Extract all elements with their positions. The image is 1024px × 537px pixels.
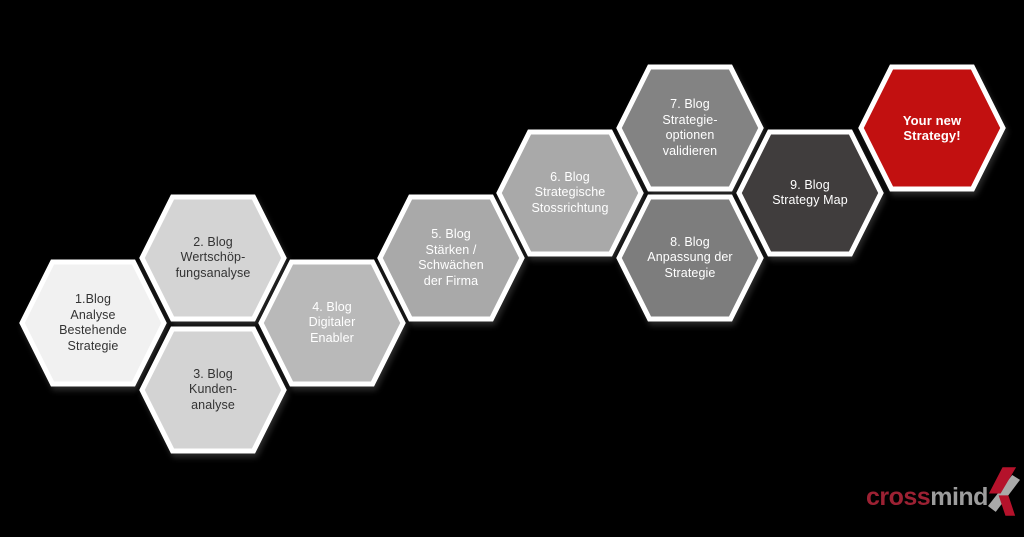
hexagon-label: 8. Blog Anpassung der Strategie [647,234,733,280]
hexagon-step-5: 5. Blog Stärken / Schwächen der Firma [377,194,525,322]
logo-mark-icon [987,467,1020,516]
hexagon-step-4: 4. Blog Digitaler Enabler [258,259,406,387]
hexagon-label: 7. Blog Strategie- optionen validieren [662,97,718,158]
hexagon-label: 6. Blog Strategische Stossrichtung [531,169,609,215]
crossmind-logo: crossmind [864,466,1020,518]
hexagon-label: Your new Strategy! [902,112,962,144]
hexagon-label: 3. Blog Kunden- analyse [189,366,237,412]
hexagon-step-7: 7. Blog Strategie- optionen validieren [616,64,764,192]
hexagon-step-9: 9. Blog Strategy Map [736,129,884,257]
hexagon-label: 9. Blog Strategy Map [772,177,848,208]
logo-mind-text: mind [930,483,988,511]
hexagon-step-3: 3. Blog Kunden- analyse [139,326,287,454]
hexagon-shape [377,194,525,322]
hexagon-label: 5. Blog Stärken / Schwächen der Firma [418,227,484,288]
logo-cross-text: cross [866,483,931,511]
hexagon-shape [736,129,884,257]
hexagon-shape [858,64,1006,192]
hexagon-shape [258,259,406,387]
hexagon-label: 1.Blog Analyse Bestehende Strategie [59,292,127,353]
hexagon-label: 4. Blog Digitaler Enabler [308,299,356,345]
hexagon-your-new-strategy: Your new Strategy! [858,64,1006,192]
hexagon-shape [496,129,644,257]
hexagon-shape [139,194,287,322]
hexagon-step-2: 2. Blog Wertschöp- fungsanalyse [139,194,287,322]
hexagon-step-1: 1.Blog Analyse Bestehende Strategie [19,259,167,387]
hexagon-shape [616,64,764,192]
hexagon-step-8: 8. Blog Anpassung der Strategie [616,194,764,322]
hexagon-shape [19,259,167,387]
hexagon-label: 2. Blog Wertschöp- fungsanalyse [175,234,251,280]
hexagon-shape [616,194,764,322]
logo-wordmark: crossmind [866,482,988,512]
hexagon-step-6: 6. Blog Strategische Stossrichtung [496,129,644,257]
hexagon-shape [139,326,287,454]
